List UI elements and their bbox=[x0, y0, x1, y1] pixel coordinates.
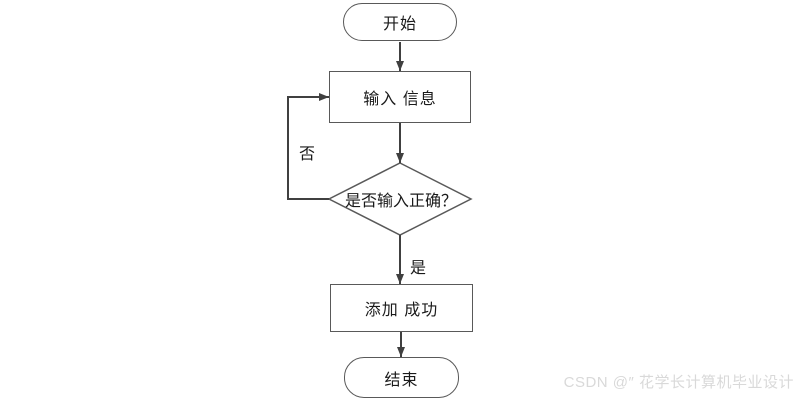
flowchart-node-start: 开始 bbox=[343, 3, 457, 41]
flowchart-node-end: 结束 bbox=[344, 357, 459, 398]
start-label: 开始 bbox=[382, 16, 417, 33]
success-label: 添加 成功 bbox=[364, 302, 439, 319]
end-label: 结束 bbox=[384, 371, 419, 389]
flowchart-node-input: 输入 信息 bbox=[329, 71, 471, 123]
decision-label-text: 是否输入正确？ bbox=[344, 193, 457, 210]
flowchart-node-success: 添加 成功 bbox=[330, 284, 473, 332]
edge-decision-no-loop bbox=[287, 93, 329, 200]
csdn-watermark: CSDN @″ 花学长计算机毕业设计 bbox=[563, 374, 794, 391]
edge-label-yes: 是 bbox=[410, 260, 427, 277]
edge-label-no: 否 bbox=[299, 146, 316, 163]
flowchart-node-decision: 是否输入正确？ bbox=[330, 185, 472, 213]
input-label: 输入 信息 bbox=[363, 91, 437, 108]
